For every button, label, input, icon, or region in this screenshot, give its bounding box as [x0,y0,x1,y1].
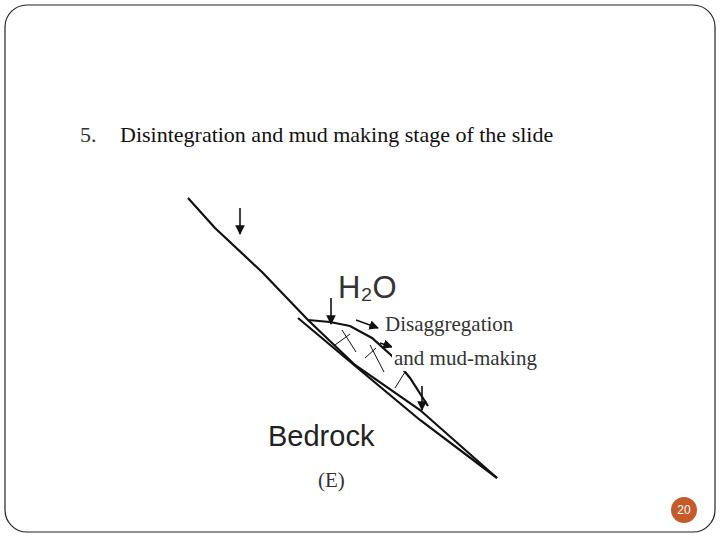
bedrock-label: Bedrock [268,420,374,453]
badge-fill [671,497,697,523]
slope-line [342,330,356,352]
page-number-badge: 20 [670,496,698,524]
slope-line [188,198,497,478]
slide-title: Disintegration and mud making stage of t… [120,122,553,148]
page-number: 20 [670,503,698,517]
figure-letter: (E) [318,468,345,493]
slope-line [370,345,384,372]
slope-line [298,318,497,478]
list-number: 5. [80,122,97,148]
movement-arrow [239,208,241,234]
movement-arrow [330,298,332,324]
slope-drawing [188,198,497,478]
water-label: H₂O [338,270,397,306]
process-label: and mud-making [392,346,539,371]
movement-arrow [380,343,392,347]
slope-line [395,372,405,388]
process-label: Disaggregation [383,312,515,337]
movement-arrow [421,386,423,410]
movement-arrow [356,320,378,328]
slide-frame [5,5,715,532]
